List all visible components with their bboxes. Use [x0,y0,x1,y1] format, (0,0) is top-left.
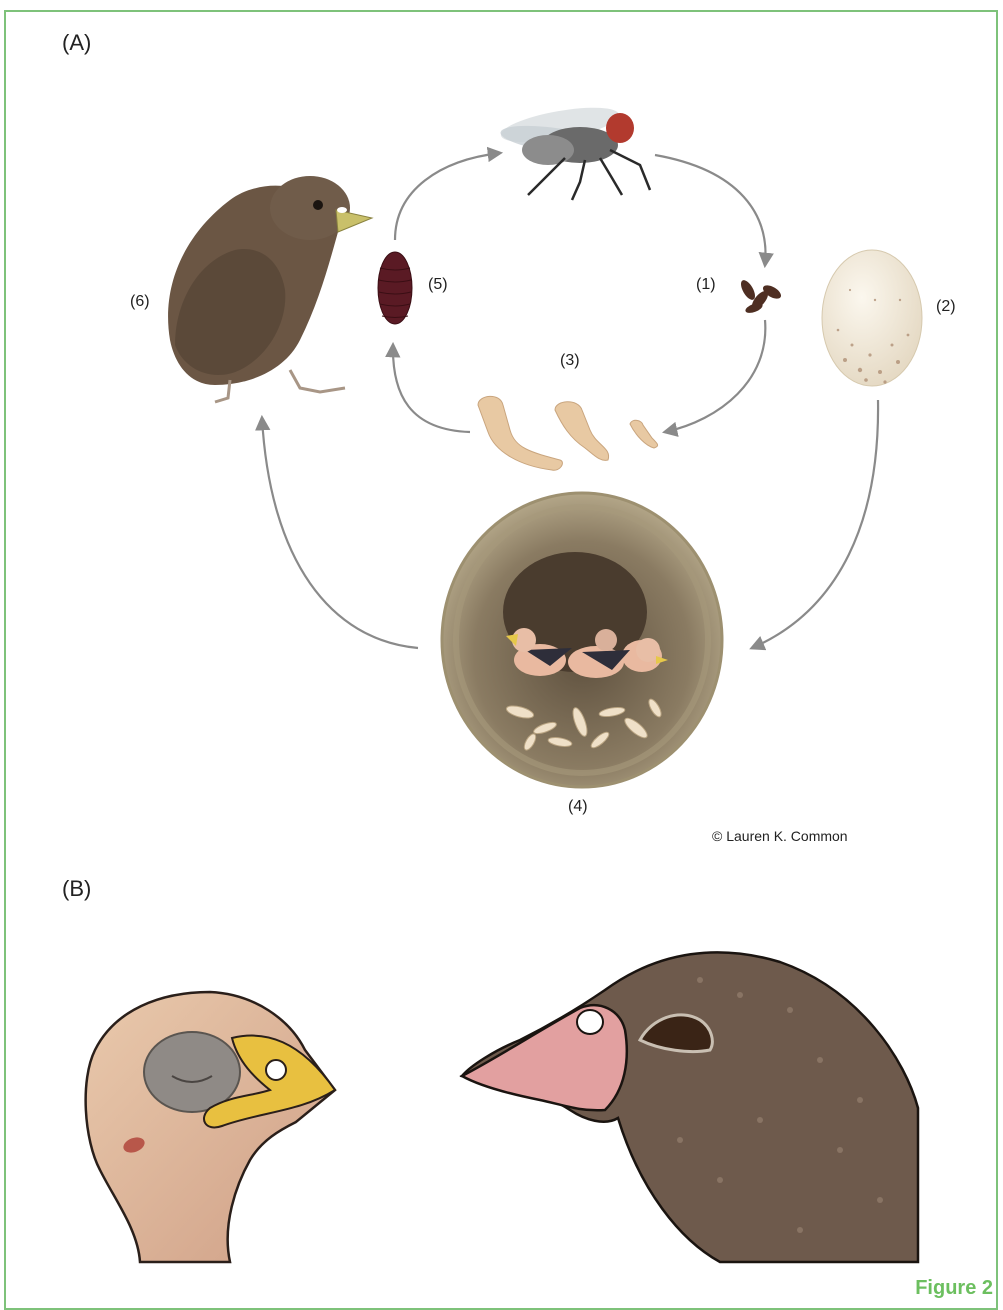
figure-caption: Figure 2 [915,1277,993,1300]
larva-large [478,396,562,470]
arrow-fly-to-fly-eggs [655,155,766,265]
panel-b-label: (B) [62,876,91,902]
bird-egg-illustration [822,250,922,386]
arrow-bird-egg-to-nest [752,400,878,648]
stage-label-2: (2) [936,298,956,316]
panel-a-label: (A) [62,30,91,56]
nest-illustration [442,493,722,787]
arrow-pupa-to-fly [395,153,500,240]
arrow-nest-to-adult-bird [262,418,418,648]
larva-small [630,420,658,448]
stage-label-3: (3) [560,352,580,370]
arrow-larvae-to-pupa [393,345,470,432]
adult-head-illustration [462,952,918,1262]
stage-label-5: (5) [428,276,448,294]
stage-label-1: (1) [696,276,716,294]
stage-label-6: (6) [130,293,150,311]
pupa-illustration [378,252,412,324]
adult-bird-illustration [168,176,372,402]
stage-label-4: (4) [568,798,588,816]
nestling-head-illustration [86,992,335,1262]
arrow-fly-eggs-to-larvae [665,320,765,432]
larva-medium [555,402,609,461]
copyright-credit: © Lauren K. Common [712,828,848,844]
fly-illustration [498,101,650,200]
larvae-illustration [478,396,658,470]
fly-eggs-illustration [738,278,783,315]
